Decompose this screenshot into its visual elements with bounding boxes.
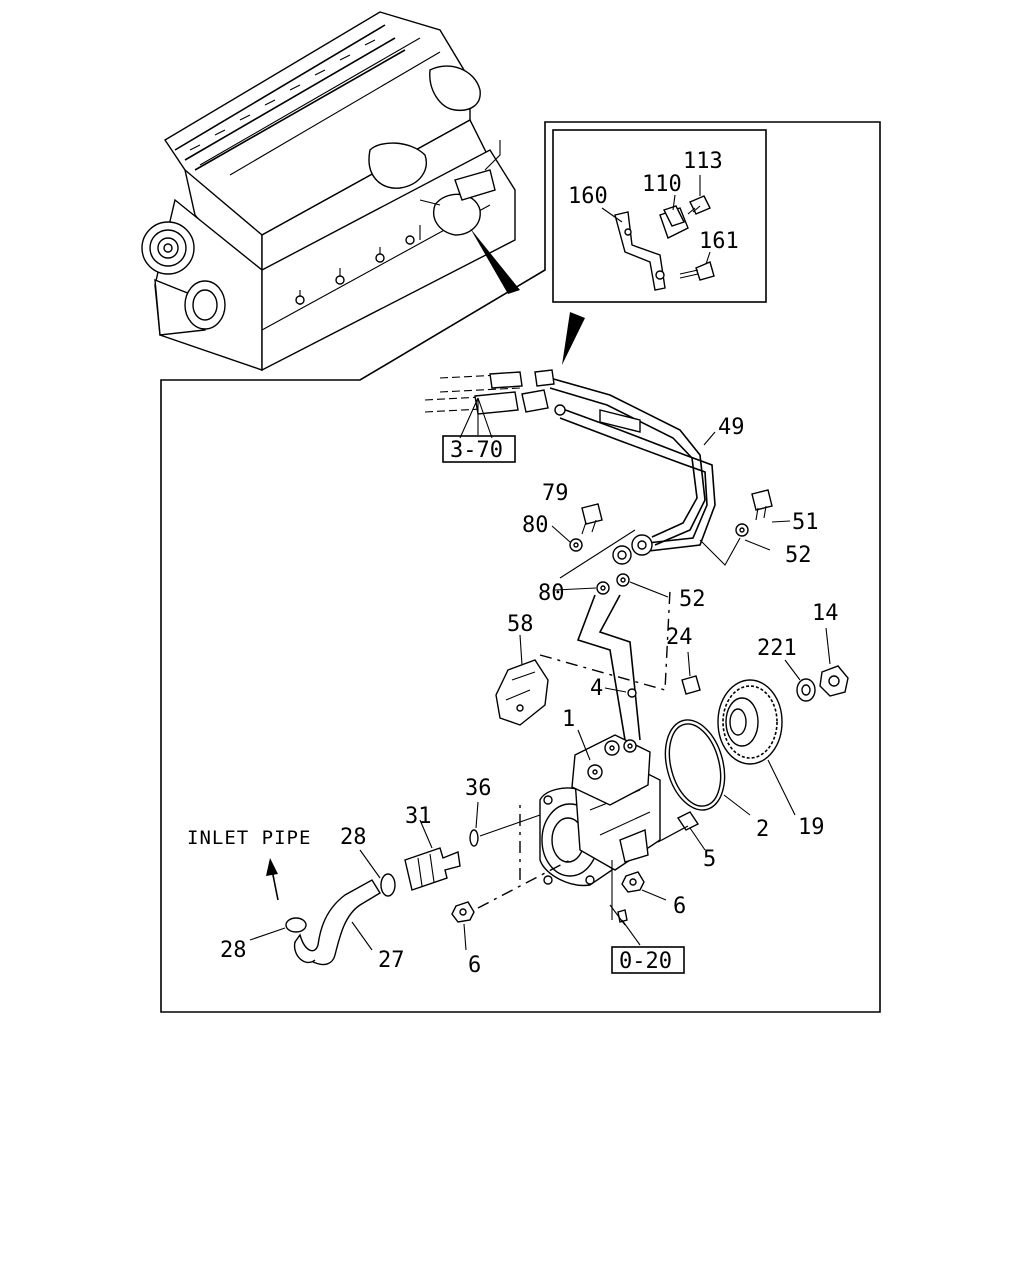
injection-pump xyxy=(539,729,661,920)
callout-52-upper: 52 xyxy=(785,543,812,568)
gear-assembly xyxy=(664,627,849,816)
part-4-pin xyxy=(627,688,637,698)
ref-box-3-70 xyxy=(442,435,516,463)
callout-80-lower: 80 xyxy=(538,581,565,606)
detail-frame xyxy=(160,121,881,1013)
centerline-lower xyxy=(477,859,571,909)
callout-52-lower: 52 xyxy=(679,587,706,612)
inlet-fittings xyxy=(249,801,541,966)
callout-28-lower: 28 xyxy=(220,938,247,963)
banjo-connections xyxy=(551,489,791,741)
callout-58: 58 xyxy=(507,612,534,637)
injection-pipe-assembly xyxy=(424,369,716,565)
callout-labels: 113 110 160 161 49 79 80 80 51 52 52 58 … xyxy=(187,149,839,978)
callout-110: 110 xyxy=(642,172,682,197)
ref-box-0-20 xyxy=(611,946,685,974)
part-24-fitting xyxy=(681,675,701,695)
ref-box-0-20-text: 0-20 xyxy=(619,949,672,974)
callout-160: 160 xyxy=(568,184,608,209)
engine-overview xyxy=(141,11,520,372)
ref-box-3-70-text: 3-70 xyxy=(450,438,503,463)
callout-36: 36 xyxy=(465,776,492,801)
callout-24: 24 xyxy=(666,625,693,650)
callout-2: 2 xyxy=(756,817,769,842)
centerline-upper xyxy=(539,589,671,691)
callout-1: 1 xyxy=(562,707,575,732)
callout-79: 79 xyxy=(542,481,569,506)
inlet-pipe-label: INLET PIPE xyxy=(187,827,311,849)
callout-31: 31 xyxy=(405,804,432,829)
part-58-cover xyxy=(495,634,549,726)
callout-14: 14 xyxy=(812,601,839,626)
inset-pointer xyxy=(562,312,585,365)
callout-161: 161 xyxy=(699,229,739,254)
part-5-bolt xyxy=(676,811,700,831)
callout-221: 221 xyxy=(757,636,797,661)
callout-27: 27 xyxy=(378,948,405,973)
callout-51: 51 xyxy=(792,510,819,535)
callout-49: 49 xyxy=(718,415,745,440)
bracket-inset xyxy=(552,129,767,303)
callout-4: 4 xyxy=(590,676,603,701)
callout-113: 113 xyxy=(683,149,723,174)
callout-28-upper: 28 xyxy=(340,825,367,850)
callout-19: 19 xyxy=(798,815,825,840)
callout-6-left: 6 xyxy=(468,953,481,978)
callout-6-right: 6 xyxy=(673,894,686,919)
callout-5: 5 xyxy=(703,847,716,872)
callout-80-upper: 80 xyxy=(522,513,549,538)
